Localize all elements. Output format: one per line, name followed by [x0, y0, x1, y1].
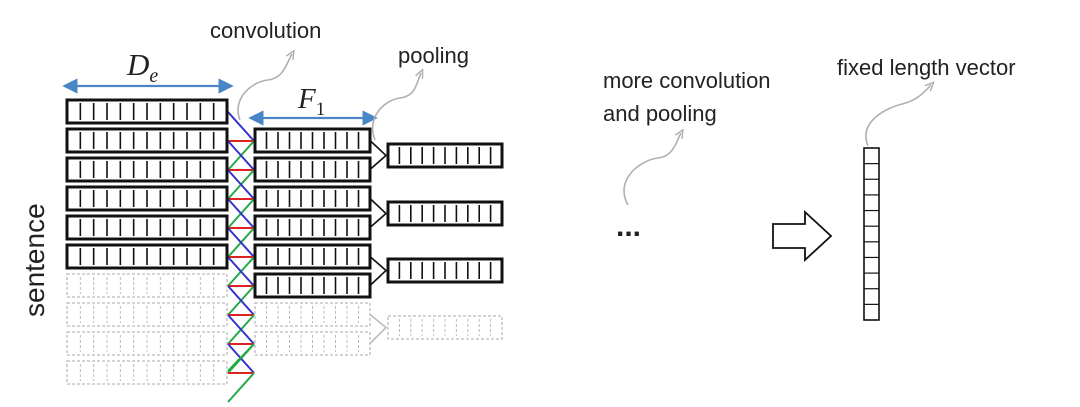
more-conv-pointer [623, 133, 681, 206]
pooled-feature-maps [386, 142, 504, 340]
pool-connection [369, 255, 388, 287]
sentence-row-padding [66, 360, 228, 385]
sentence-row-padding [66, 302, 228, 327]
de-label: De [126, 47, 158, 87]
pool-row [386, 257, 504, 284]
conv-feature-maps [253, 127, 372, 356]
pool-connection [369, 197, 388, 229]
conv-connection [227, 314, 255, 345]
conv-connection [227, 169, 255, 200]
convolution-pointer [237, 54, 292, 121]
convolution-connections [227, 111, 255, 403]
conv-row [253, 243, 372, 270]
conv-connection [227, 198, 255, 229]
sentence-row [65, 214, 229, 241]
conv-connection [227, 285, 255, 316]
pooling-connections [369, 139, 388, 345]
sentence-row [65, 156, 229, 183]
conv-row [253, 214, 372, 241]
conv-connection [227, 343, 255, 372]
conv-connection [227, 140, 255, 171]
ellipsis: ... [616, 210, 641, 243]
pool-row [386, 142, 504, 169]
pooling-label: pooling [398, 43, 469, 68]
sentence-row [65, 243, 229, 270]
sentence-matrix [65, 98, 229, 385]
conv-connection [227, 111, 255, 142]
conv-connection [227, 227, 255, 258]
pooling-pointer [371, 73, 421, 141]
conv-row [253, 156, 372, 183]
fixed-length-vector-label: fixed length vector [837, 55, 1016, 80]
sentence-row-padding [66, 331, 228, 356]
sentence-label: sentence [19, 203, 50, 317]
conv-connection [227, 256, 255, 287]
sentence-row [65, 185, 229, 212]
sentence-row [65, 98, 229, 125]
vector-outline [863, 147, 880, 321]
f1-label: F1 [297, 83, 325, 120]
output-arrow-icon [772, 209, 833, 263]
conv-row-padding [254, 331, 371, 356]
pool-connection [369, 139, 388, 171]
sentence-row [65, 127, 229, 154]
fixed-length-vector [863, 147, 880, 321]
conv-row-padding [254, 302, 371, 327]
pool-connection [369, 313, 388, 345]
more-conv-label-line1: more convolution [603, 68, 771, 93]
vector-pointer [865, 85, 931, 147]
convolution-label: convolution [210, 18, 321, 43]
more-conv-label-line2: and pooling [603, 101, 717, 126]
pool-row-padding [387, 315, 503, 340]
pool-row [386, 200, 504, 227]
sentence-row-padding [66, 273, 228, 298]
conv-connection [227, 372, 255, 403]
conv-row [253, 185, 372, 212]
conv-row [253, 127, 372, 154]
conv-row [253, 272, 372, 299]
